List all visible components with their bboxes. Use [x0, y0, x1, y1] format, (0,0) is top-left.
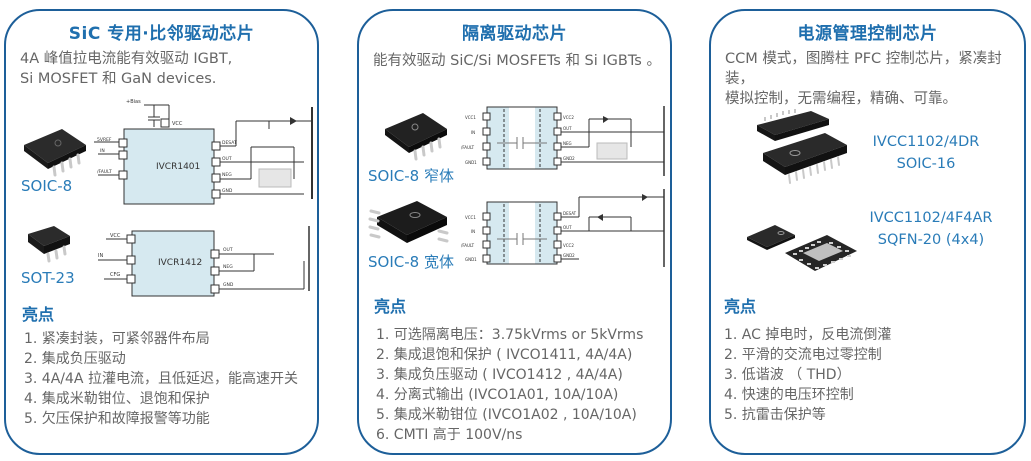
svg-text:VCC2: VCC2: [563, 243, 574, 248]
highlight-item: 1. AC 掉电时，反电流倒灌: [724, 327, 892, 343]
panel-power-management: 电源管理控制芯片 CCM 模式，图腾柱 PFC 控制芯片，紧凑封装， 模拟控制，…: [709, 9, 1026, 455]
svg-text:GND: GND: [223, 282, 234, 288]
highlight-item: 1. 紧凑封装，可紧邻器件布局: [24, 331, 210, 347]
svg-text:VCC1: VCC1: [465, 215, 476, 220]
svg-text:GND: GND: [222, 188, 233, 194]
package-part-label: IVCC1102/4DR SOIC-16: [861, 131, 991, 175]
panel-isolated-driver: 隔离驱动芯片 能有效驱动 SiC/Si MOSFETs 和 Si IGBTs 。…: [357, 9, 672, 455]
svg-text:IN: IN: [471, 130, 475, 135]
svg-text:/FAULT: /FAULT: [461, 145, 475, 150]
svg-text:IN: IN: [98, 253, 103, 259]
svg-text:/FAULT: /FAULT: [97, 169, 112, 175]
part-number: IVCC1102/4F4AR: [869, 210, 993, 226]
soic8-chip-image: [24, 129, 86, 177]
highlight-item: 4. 分离式输出 (IVCO1A01, 10A/10A): [376, 387, 619, 403]
sot23-chip-image: [28, 226, 70, 263]
highlight-item: 2. 平滑的交流电过零控制: [724, 347, 882, 363]
schematic-isolated-wide: VCC1 IN /FAULT GND1 DESAT OUT VCC2 GND2: [461, 189, 665, 267]
highlight-item: 2. 集成负压驱动: [24, 351, 126, 367]
highlight-item: 3. 4A/4A 拉灌电流，且低延迟，能高速开关: [24, 371, 298, 387]
panel-title: SiC 专用·比邻驱动芯片: [68, 24, 255, 44]
panel-title: 电源管理控制芯片: [797, 24, 938, 44]
highlight-item: 1. 可选隔离电压：3.75kVrms or 5kVrms: [376, 327, 644, 343]
panel-sic-driver: SiC 专用·比邻驱动芯片 4A 峰值拉电流能有效驱动 IGBT, Si MOS…: [4, 9, 319, 455]
highlights-title: 亮点: [374, 297, 407, 316]
highlights-title: 亮点: [724, 297, 757, 316]
svg-text:DESAT: DESAT: [563, 211, 577, 216]
svg-text:CFG: CFG: [110, 272, 120, 278]
highlights-list: 1. AC 掉电时，反电流倒灌 2. 平滑的交流电过零控制 3. 低谐波 （ T…: [724, 325, 891, 425]
panel-description: 4A 峰值拉电流能有效驱动 IGBT, Si MOSFET 和 GaN devi…: [20, 51, 233, 87]
svg-text:OUT: OUT: [563, 126, 572, 131]
svg-text:GND1: GND1: [465, 257, 477, 262]
highlight-item: 5. 集成米勒钳位 (IVCO1A02 , 10A/10A): [376, 407, 637, 423]
svg-text:NEG: NEG: [223, 264, 233, 270]
svg-text:GND1: GND1: [465, 160, 477, 165]
svg-text:NEG: NEG: [222, 172, 232, 178]
svg-text:VCC: VCC: [172, 121, 183, 127]
package-label: SOIC-8: [21, 177, 73, 195]
highlight-item: 5. 欠压保护和故障报警等功能: [24, 411, 210, 427]
svg-text:NEG: NEG: [563, 141, 572, 146]
sqfn20-chip-image: [747, 225, 857, 271]
svg-text:+Bias: +Bias: [126, 99, 141, 105]
svg-text:GND2: GND2: [563, 156, 575, 161]
schematic-ivcr1412: IVCR1412 VCC IN CFG OUT NEG GND: [98, 226, 310, 297]
svg-text:GND2: GND2: [563, 253, 575, 258]
svg-text:OUT: OUT: [563, 225, 572, 230]
svg-text:OUT: OUT: [222, 156, 232, 162]
highlight-item: 2. 集成退饱和保护 ( IVCO1411, 4A/4A): [376, 347, 633, 363]
soic8-wide-chip-image: [368, 201, 449, 243]
soic8-narrow-chip-image: [385, 113, 447, 161]
svg-text:VCC: VCC: [110, 233, 121, 239]
highlights-list: 1. 紧凑封装，可紧邻器件布局 2. 集成负压驱动 3. 4A/4A 拉灌电流，…: [24, 329, 298, 429]
svg-text:DESAT: DESAT: [222, 140, 237, 146]
schematic-ivcr1401: IVCR1401 VCC +Bias 5VREF IN /FAULT DESAT…: [94, 99, 313, 205]
svg-text:VCC1: VCC1: [465, 115, 476, 120]
ic-name: IVCR1412: [158, 258, 202, 268]
svg-text:OUT: OUT: [223, 247, 233, 253]
panel-description: 能有效驱动 SiC/Si MOSFETs 和 Si IGBTs 。: [373, 53, 661, 69]
package-label: SOIC-8 宽体: [368, 253, 454, 271]
schematic-isolated-narrow: VCC1 IN /FAULT GND1 VCC2 OUT NEG GND2: [461, 106, 665, 176]
highlight-item: 3. 低谐波 （ THD）: [724, 367, 851, 383]
svg-text:/FAULT: /FAULT: [461, 243, 475, 248]
svg-text:5VREF: 5VREF: [97, 137, 112, 143]
svg-text:VCC2: VCC2: [563, 115, 574, 120]
package-label: SOIC-8 窄体: [368, 167, 454, 185]
highlight-item: 4. 快速的电压环控制: [724, 387, 854, 403]
package-label: SOIC-16: [896, 156, 956, 172]
highlight-item: 5. 抗雷击保护等: [724, 407, 826, 423]
package-label: SOT-23: [21, 269, 75, 287]
part-number: IVCC1102/4DR: [872, 134, 980, 150]
ic-name: IVCR1401: [156, 162, 200, 172]
highlight-item: 6. CMTI 高于 100V/ns: [376, 427, 523, 443]
package-part-label: IVCC1102/4F4AR SQFN-20 (4x4): [861, 207, 1001, 251]
highlight-item: 3. 集成负压驱动 ( IVCO1412 , 4A/4A): [376, 367, 623, 383]
svg-text:IN: IN: [100, 148, 105, 154]
package-label: SQFN-20 (4x4): [877, 232, 985, 248]
panel-title: 隔离驱动芯片: [462, 24, 567, 44]
soic16-chip-image: [757, 109, 847, 184]
highlights-list: 1. 可选隔离电压：3.75kVrms or 5kVrms 2. 集成退饱和保护…: [376, 325, 643, 445]
svg-text:IN: IN: [471, 229, 475, 234]
highlights-title: 亮点: [22, 305, 55, 324]
highlight-item: 4. 集成米勒钳位、退饱和保护: [24, 391, 210, 407]
panel-description: CCM 模式，图腾柱 PFC 控制芯片，紧凑封装， 模拟控制，无需编程，精确、可…: [725, 51, 1002, 107]
